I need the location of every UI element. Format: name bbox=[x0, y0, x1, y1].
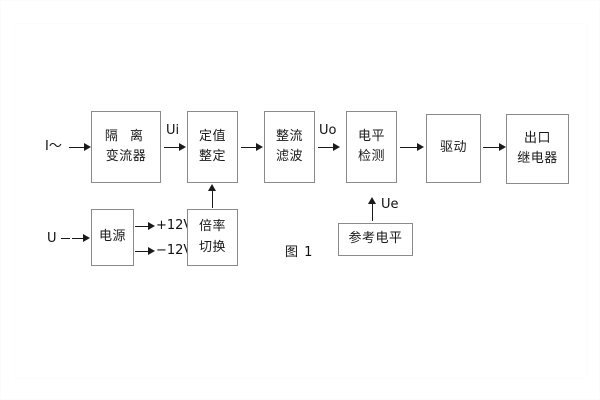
block-output-relay[interactable]: 出口 继电器 bbox=[506, 114, 569, 184]
rail-positive-label: +12V bbox=[156, 218, 193, 233]
figure-frame bbox=[15, 23, 587, 379]
reference-to-level-arrowhead bbox=[368, 197, 376, 204]
ui-connector-arrowhead bbox=[179, 143, 186, 151]
block-drive-line1: 驱动 bbox=[439, 140, 467, 156]
block-level-detection-line2: 检测 bbox=[357, 149, 385, 164]
uo-signal-label: Uo bbox=[319, 123, 337, 138]
level-to-drive-line bbox=[400, 147, 418, 148]
block-isolation-transformer[interactable]: 隔 离 变流器 bbox=[91, 111, 161, 183]
current-input-line bbox=[69, 147, 85, 148]
rail-negative-arrowhead bbox=[148, 247, 155, 255]
block-multiplier-switch[interactable]: 倍率 切换 bbox=[187, 209, 238, 266]
block-level-detection-line1: 电平 bbox=[357, 128, 385, 144]
ui-connector-line bbox=[164, 147, 180, 148]
block-rectify-filter[interactable]: 整流 滤波 bbox=[264, 111, 315, 183]
block-reference-level[interactable]: 参考电平 bbox=[338, 223, 413, 256]
block-power-supply-line1: 电源 bbox=[98, 229, 126, 245]
ui-signal-label: Ui bbox=[166, 123, 180, 138]
uo-connector-line bbox=[318, 147, 334, 148]
block-rectify-filter-line1: 整流 bbox=[275, 128, 303, 144]
block-setting-value-line2: 整定 bbox=[198, 149, 226, 164]
rail-negative-line bbox=[135, 251, 149, 252]
block-power-supply[interactable]: 电源 bbox=[91, 209, 134, 266]
current-input-arrowhead bbox=[84, 143, 91, 151]
uo-connector-arrowhead bbox=[333, 143, 340, 151]
multiplier-to-setting-arrowhead bbox=[208, 184, 216, 191]
block-reference-level-line1: 参考电平 bbox=[348, 231, 403, 247]
drive-to-relay-arrowhead bbox=[499, 143, 506, 151]
block-multiplier-switch-line1: 倍率 bbox=[198, 219, 226, 235]
block-multiplier-switch-line2: 切换 bbox=[198, 239, 226, 255]
reference-to-level-line bbox=[372, 200, 373, 221]
level-to-drive-arrowhead bbox=[417, 143, 424, 151]
drive-to-relay-line bbox=[483, 147, 500, 148]
rail-positive-arrowhead bbox=[148, 222, 155, 230]
voltage-input-label: U bbox=[47, 231, 57, 246]
voltage-input-arrowhead bbox=[83, 234, 90, 242]
block-drive[interactable]: 驱动 bbox=[426, 114, 481, 183]
block-setting-value[interactable]: 定值 整定 bbox=[187, 111, 238, 183]
current-input-label: I～ bbox=[45, 139, 62, 154]
block-output-relay-line1: 出口 bbox=[523, 130, 551, 146]
block-output-relay-line2: 继电器 bbox=[517, 151, 558, 166]
figure-caption: 图 1 bbox=[285, 245, 314, 260]
ue-signal-label: Ue bbox=[381, 197, 399, 212]
block-isolation-transformer-line1: 隔 离 bbox=[104, 128, 148, 144]
rail-positive-line bbox=[135, 226, 149, 227]
multiplier-to-setting-line bbox=[212, 186, 213, 208]
setting-to-rectify-line bbox=[241, 147, 257, 148]
block-setting-value-line1: 定值 bbox=[198, 128, 226, 144]
block-rectify-filter-line2: 滤波 bbox=[275, 149, 303, 164]
setting-to-rectify-arrowhead bbox=[256, 143, 263, 151]
block-isolation-transformer-line2: 变流器 bbox=[105, 149, 147, 164]
voltage-input-line bbox=[72, 238, 84, 239]
rail-negative-label: −12V bbox=[156, 243, 193, 258]
voltage-input-dash bbox=[61, 238, 70, 239]
block-level-detection[interactable]: 电平 检测 bbox=[346, 111, 397, 183]
